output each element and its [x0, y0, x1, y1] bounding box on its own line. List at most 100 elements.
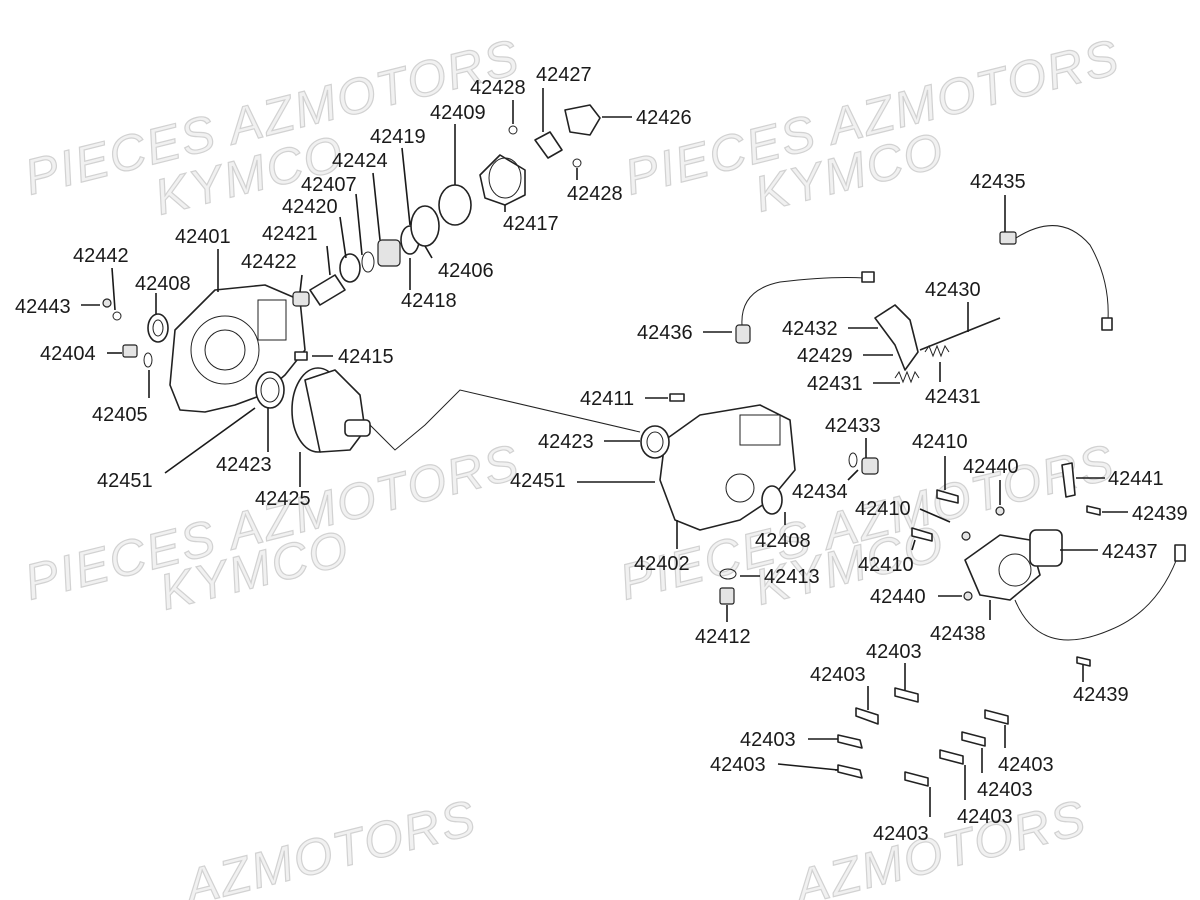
bolt-part [102, 298, 112, 308]
part-label: 42408 [135, 273, 191, 295]
part-label: 42401 [175, 226, 231, 248]
leader-line [777, 763, 839, 771]
part-label: 42441 [1108, 468, 1164, 490]
part-label: 42412 [695, 626, 751, 648]
leader-line [355, 193, 363, 256]
part-label: 42425 [255, 488, 311, 510]
part-label: 42402 [634, 553, 690, 575]
part-label: 42443 [15, 296, 71, 318]
bearing-ring-part [646, 431, 664, 453]
leader-line [111, 267, 116, 311]
part-label: 42410 [855, 498, 911, 520]
bracket-part [1061, 462, 1076, 498]
part-label: 42437 [1102, 541, 1158, 563]
bearing-ring-part [255, 371, 285, 409]
part-label: 42419 [370, 126, 426, 148]
oil-seal-part [410, 205, 440, 247]
part-label: 42418 [401, 290, 457, 312]
position-sensor-part [735, 324, 751, 344]
part-label: 42411 [580, 388, 634, 410]
differential-hub-part [344, 419, 371, 437]
leader-line [424, 245, 433, 259]
snap-ring-part [361, 251, 375, 273]
shift-lever-part [874, 304, 919, 371]
part-label: 42436 [637, 322, 693, 344]
part-label: 42410 [912, 431, 968, 453]
connector-part [1174, 544, 1186, 562]
bolt-part [961, 531, 971, 541]
part-label: 42403 [998, 754, 1054, 776]
shift-rod-part [919, 317, 1001, 351]
part-label: 42415 [338, 346, 394, 368]
leader-line [164, 407, 256, 474]
part-label: 42403 [977, 779, 1033, 801]
spring-part [924, 344, 950, 358]
leader-lines [81, 88, 1128, 817]
drain-plug-part [122, 344, 138, 358]
washer-part [719, 568, 737, 580]
part-label: 42433 [825, 415, 881, 437]
part-label: 42440 [963, 456, 1019, 478]
leader-line [401, 147, 411, 226]
bolt-part [936, 489, 959, 504]
leader-line [911, 539, 916, 551]
part-label: 42435 [970, 171, 1026, 193]
watermark-group: PIECES AZMOTORS KYMCO PIECES AZMOTORS KY… [19, 28, 1127, 900]
oil-seal-part [152, 319, 164, 337]
actuator-motor-part [1029, 529, 1063, 567]
leader-line [372, 172, 381, 241]
bolt-part [904, 771, 929, 787]
left-gearcase-assembly [102, 104, 601, 453]
drain-plug-part [719, 587, 735, 605]
bolt-part [961, 731, 986, 747]
sensor-wire-part [1015, 225, 1109, 321]
bolt-part [837, 764, 863, 779]
part-label: 42427 [536, 64, 592, 86]
part-label: 42410 [858, 554, 914, 576]
flange-part [488, 157, 522, 199]
housing-boss-part [257, 299, 287, 341]
part-label: 42440 [870, 586, 926, 608]
bearing-ring-part [260, 377, 280, 403]
assembly-link-line [369, 389, 641, 451]
part-label: 42420 [282, 196, 338, 218]
housing-bore-part [190, 315, 260, 385]
part-label: 42408 [755, 530, 811, 552]
bearing-part [339, 253, 361, 283]
actuator-wire-part [1014, 549, 1181, 641]
part-label: 42403 [710, 754, 766, 776]
part-label: 42428 [470, 77, 526, 99]
actuator-bracket-part [964, 534, 1041, 601]
housing-cover-part [169, 284, 306, 413]
bolt-set [835, 489, 1101, 787]
part-label: 42426 [636, 107, 692, 129]
bolt-part [963, 591, 973, 601]
right-gearcase-assembly [640, 225, 1186, 641]
sensor-wire-part [741, 277, 866, 326]
dowel-pin-part [669, 393, 685, 402]
part-label: 42451 [97, 470, 153, 492]
leader-line [847, 469, 859, 481]
housing-flange-part [739, 414, 781, 446]
speed-sensor-part [999, 231, 1017, 245]
part-label: 42403 [740, 729, 796, 751]
bolt-part [911, 527, 933, 542]
part-label: 42421 [262, 223, 318, 245]
bolt-part [939, 749, 964, 765]
connector-part [1101, 317, 1113, 331]
bearing-ring-part [640, 425, 670, 459]
part-labels: 42428 42427 42426 42409 42419 42424 4242… [15, 64, 1188, 845]
bolt-part [855, 707, 879, 725]
bolt-part [995, 506, 1005, 516]
part-label: 42406 [438, 260, 494, 282]
part-label: 42431 [925, 386, 981, 408]
part-label: 42403 [957, 806, 1013, 828]
pinion-gear-part [292, 291, 310, 307]
bolt-part [1086, 505, 1101, 516]
part-label: 42423 [538, 431, 594, 453]
part-label: 42431 [807, 373, 863, 395]
housing-bore-part [204, 329, 246, 371]
pinion-gear-part [309, 274, 346, 306]
washer-part [848, 452, 858, 468]
part-label: 42451 [510, 470, 566, 492]
